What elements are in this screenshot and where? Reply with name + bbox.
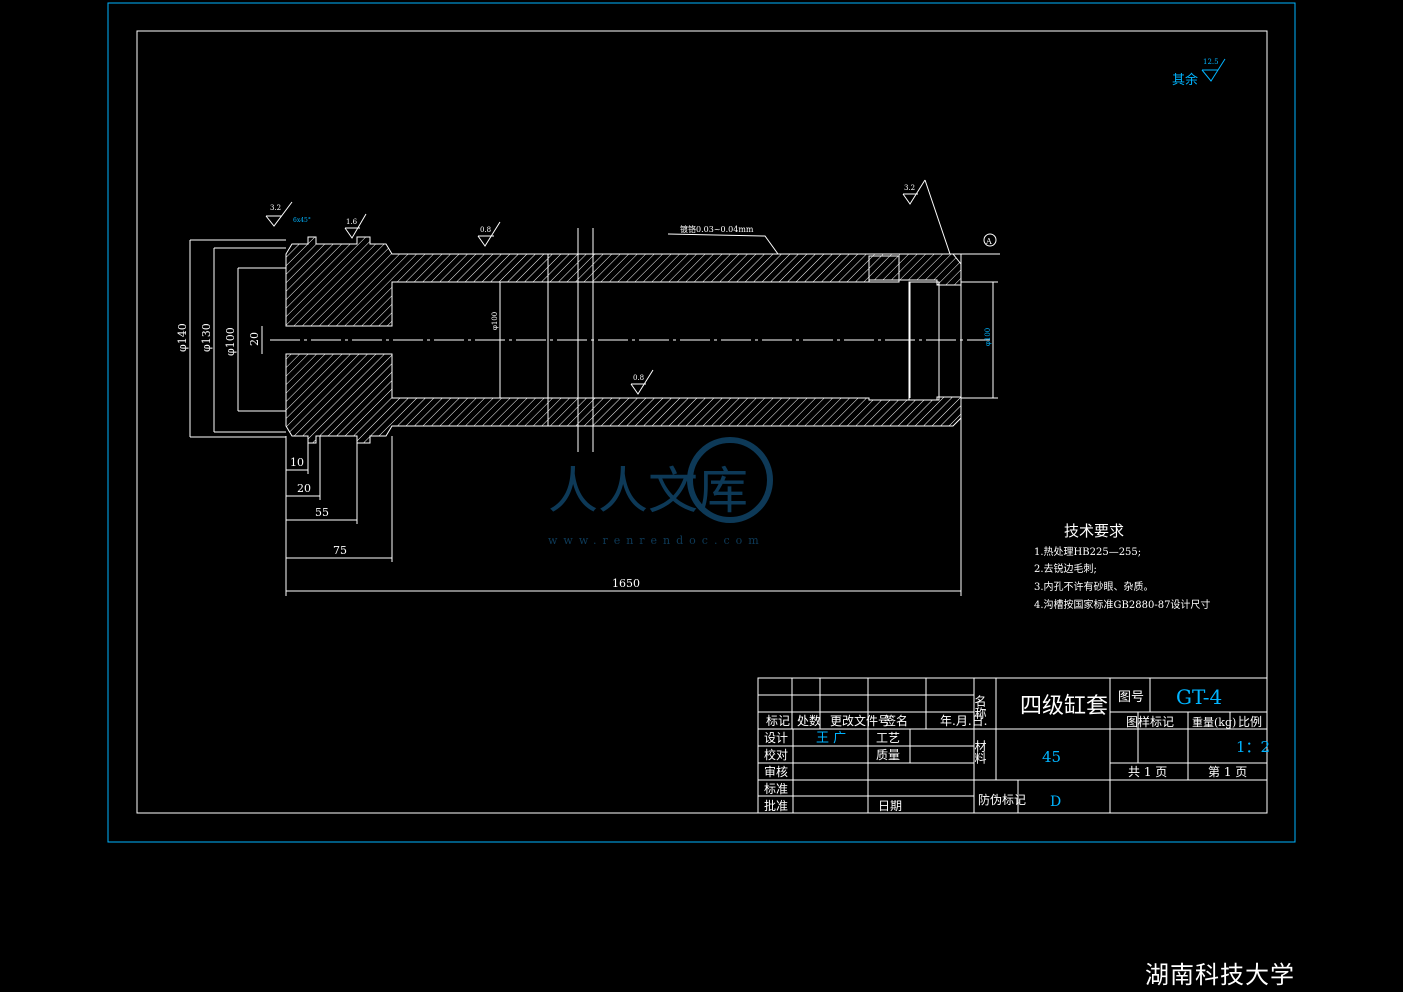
svg-text:4.沟槽按国家标准GB2880-87设计尺寸: 4.沟槽按国家标准GB2880-87设计尺寸 (1034, 598, 1210, 611)
svg-text:第 1 页: 第 1 页 (1208, 765, 1247, 779)
watermark: 人人文库 www.renrendoc.com (548, 437, 773, 547)
svg-text:φ100: φ100 (491, 312, 499, 330)
svg-text:人人文库: 人人文库 (548, 462, 748, 520)
svg-text:www.renrendoc.com: www.renrendoc.com (548, 534, 765, 547)
inner-frame (136, 30, 1268, 814)
svg-text:55: 55 (315, 506, 329, 519)
svg-text:批准: 批准 (764, 798, 788, 813)
svg-text:设计: 设计 (764, 731, 788, 745)
diameter-dimensions: φ140 φ130 φ100 20 (176, 239, 286, 438)
svg-text:1.6: 1.6 (346, 218, 358, 226)
svg-text:3.内孔不许有砂眼、杂质。: 3.内孔不许有砂眼、杂质。 (1034, 580, 1154, 593)
svg-text:10: 10 (290, 456, 304, 469)
svg-text:技术要求: 技术要求 (1064, 522, 1124, 540)
svg-text:φ100: φ100 (984, 328, 992, 346)
svg-text:0.8: 0.8 (480, 226, 491, 234)
svg-text:校对: 校对 (764, 747, 788, 762)
svg-text:图号: 图号 (1118, 690, 1144, 705)
svg-text:工艺: 工艺 (876, 731, 900, 745)
svg-text:其余: 其余 (1172, 72, 1198, 88)
svg-text:质量: 质量 (876, 748, 900, 762)
svg-text:名称: 名称 (973, 694, 987, 719)
svg-text:1650: 1650 (612, 577, 640, 590)
svg-text:75: 75 (333, 544, 347, 557)
svg-text:年.月.日.: 年.月.日. (940, 714, 987, 728)
svg-text:20: 20 (248, 332, 261, 346)
svg-text:1：2: 1：2 (1236, 738, 1270, 756)
svg-text:比例: 比例 (1238, 715, 1262, 729)
outer-frame (107, 2, 1296, 843)
svg-text:更改文件号: 更改文件号 (830, 713, 890, 728)
svg-text:12.5: 12.5 (1203, 58, 1219, 66)
svg-text:2.去锐边毛刺;: 2.去锐边毛刺; (1034, 562, 1097, 575)
svg-text:四级缸套: 四级缸套 (1020, 694, 1108, 719)
svg-text:防伪标记: 防伪标记 (978, 792, 1026, 807)
svg-text:共 1 页: 共 1 页 (1128, 765, 1167, 779)
svg-text:A: A (985, 237, 992, 246)
svg-text:45: 45 (1042, 748, 1061, 766)
university-name: 湖南科技大学 (1145, 961, 1295, 989)
svg-text:标准: 标准 (764, 782, 788, 796)
technical-requirements: 技术要求 1.热处理HB225—255; 2.去锐边毛刺; 3.内孔不许有砂眼、… (1034, 522, 1210, 611)
cylinder-sleeve-section (270, 228, 990, 452)
svg-text:处数: 处数 (797, 713, 821, 728)
svg-text:日期: 日期 (878, 799, 902, 813)
title-block: 标记 处数 更改文件号 签名 年.月.日. 设计 王 广 工艺 校对 质量 审核… (757, 677, 1270, 814)
svg-text:φ130: φ130 (200, 323, 213, 352)
svg-text:3.2: 3.2 (904, 184, 915, 192)
svg-text:王 广: 王 广 (816, 731, 846, 746)
svg-text:20: 20 (297, 482, 311, 495)
length-dimensions: 10 20 55 75 1650 (285, 426, 962, 596)
svg-text:0.8: 0.8 (633, 374, 644, 382)
svg-text:重量(kg): 重量(kg) (1192, 715, 1236, 729)
svg-text:φ100: φ100 (224, 327, 237, 356)
svg-text:1.热处理HB225—255;: 1.热处理HB225—255; (1034, 545, 1141, 558)
svg-text:图样标记: 图样标记 (1126, 714, 1174, 729)
svg-text:材料: 材料 (973, 740, 987, 764)
svg-text:标记: 标记 (766, 714, 790, 728)
inner-dimensions: φ100 φ100 (491, 254, 998, 426)
svg-text:6x45°: 6x45° (293, 217, 311, 224)
roughness-symbols: 3.2 6x45° 1.6 0.8 0.8 3.2 A 镀铬0.03~0.04m… (265, 179, 1000, 395)
svg-text:φ140: φ140 (176, 323, 189, 352)
svg-text:D: D (1050, 794, 1061, 810)
svg-text:审核: 审核 (764, 764, 788, 779)
svg-text:镀铬0.03~0.04mm: 镀铬0.03~0.04mm (680, 224, 754, 234)
svg-text:签名: 签名 (884, 713, 908, 728)
svg-text:GT-4: GT-4 (1176, 685, 1222, 709)
roughness-rest: 其余 12.5 (1172, 58, 1226, 88)
svg-text:3.2: 3.2 (270, 204, 281, 212)
